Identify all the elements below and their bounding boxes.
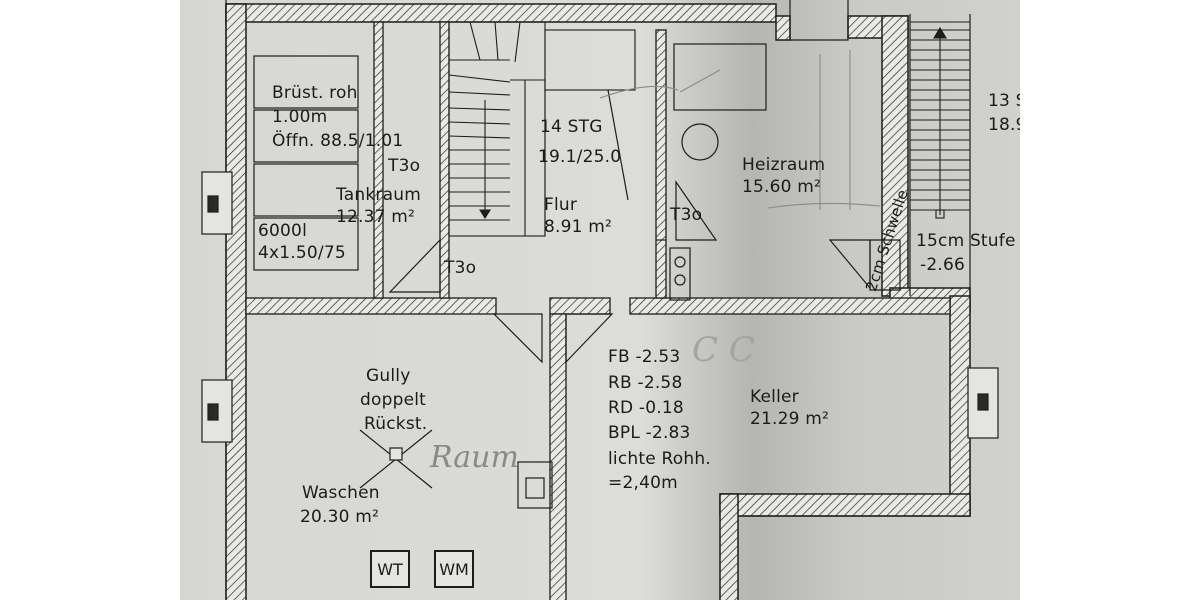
keller-clear-height: lichte Rohh. — [608, 449, 711, 469]
floor-plan-drawing — [201, 0, 999, 600]
tank-sill-label: Brüst. roh — [272, 83, 358, 103]
tank-sill-height: 1.00m — [272, 107, 328, 127]
keller-level-rb: RB -2.58 — [608, 373, 683, 393]
flur-area: 8.91 m² — [544, 217, 613, 237]
wt-fixture: WT — [370, 550, 410, 588]
gully-backflow: Rückst. — [364, 414, 428, 434]
main-staircase — [448, 21, 636, 237]
waschen-name: Waschen — [302, 483, 380, 503]
tank-dimensions: 4x1.50/75 — [258, 243, 346, 263]
handwritten-cc: C C — [692, 330, 755, 370]
flur-name: Flur — [544, 195, 578, 215]
pencil-marks — [599, 50, 881, 210]
keller-level-fb: FB -2.53 — [608, 347, 681, 367]
stufe-level: -2.66 — [920, 255, 965, 275]
door-swings — [388, 89, 871, 364]
tankraum-area: 12.37 m² — [336, 207, 416, 227]
keller-level-rd: RD -0.18 — [608, 398, 684, 418]
gully-double: doppelt — [360, 390, 427, 410]
windows — [201, 171, 999, 443]
gully-drain — [359, 429, 553, 509]
keller-level-bpl: BPL -2.83 — [608, 423, 691, 443]
handwritten-raum: Raum — [430, 440, 519, 475]
stair-ratio: 19.1/25.0 — [538, 147, 622, 167]
keller-clear-height-value: =2,40m — [608, 473, 678, 493]
flur-door-label: T3o — [444, 258, 477, 278]
stair-steps: 14 STG — [540, 117, 603, 137]
heating-equipment — [669, 43, 901, 301]
exterior-stairs — [910, 21, 970, 219]
wall-inner-lines — [225, 0, 971, 600]
floor-plan-sheet: Brüst. roh 1.00m Öffn. 88.5/1.01 T3o Tan… — [180, 0, 1020, 600]
stufe-label: 15cm Stufe — [916, 231, 1016, 251]
tank-opening-size: Öffn. 88.5/1.01 — [272, 131, 404, 151]
heizraum-name: Heizraum — [742, 155, 826, 175]
tank-door-label: T3o — [388, 156, 421, 176]
waschen-area: 20.30 m² — [300, 507, 380, 527]
gully-label: Gully — [366, 366, 411, 386]
edge-stair-ratio: 18.9 — [988, 115, 1020, 135]
tankraum-name: Tankraum — [336, 185, 421, 205]
keller-area: 21.29 m² — [750, 409, 830, 429]
interior-walls — [245, 21, 951, 600]
wm-fixture: WM — [434, 550, 474, 588]
tank-boxes — [253, 55, 359, 271]
keller-name: Keller — [750, 387, 799, 407]
heizraum-area: 15.60 m² — [742, 177, 822, 197]
heizraum-door-label: T3o — [670, 205, 703, 225]
edge-stair-count: 13 S — [988, 91, 1020, 111]
tank-volume: 6000l — [258, 221, 307, 241]
